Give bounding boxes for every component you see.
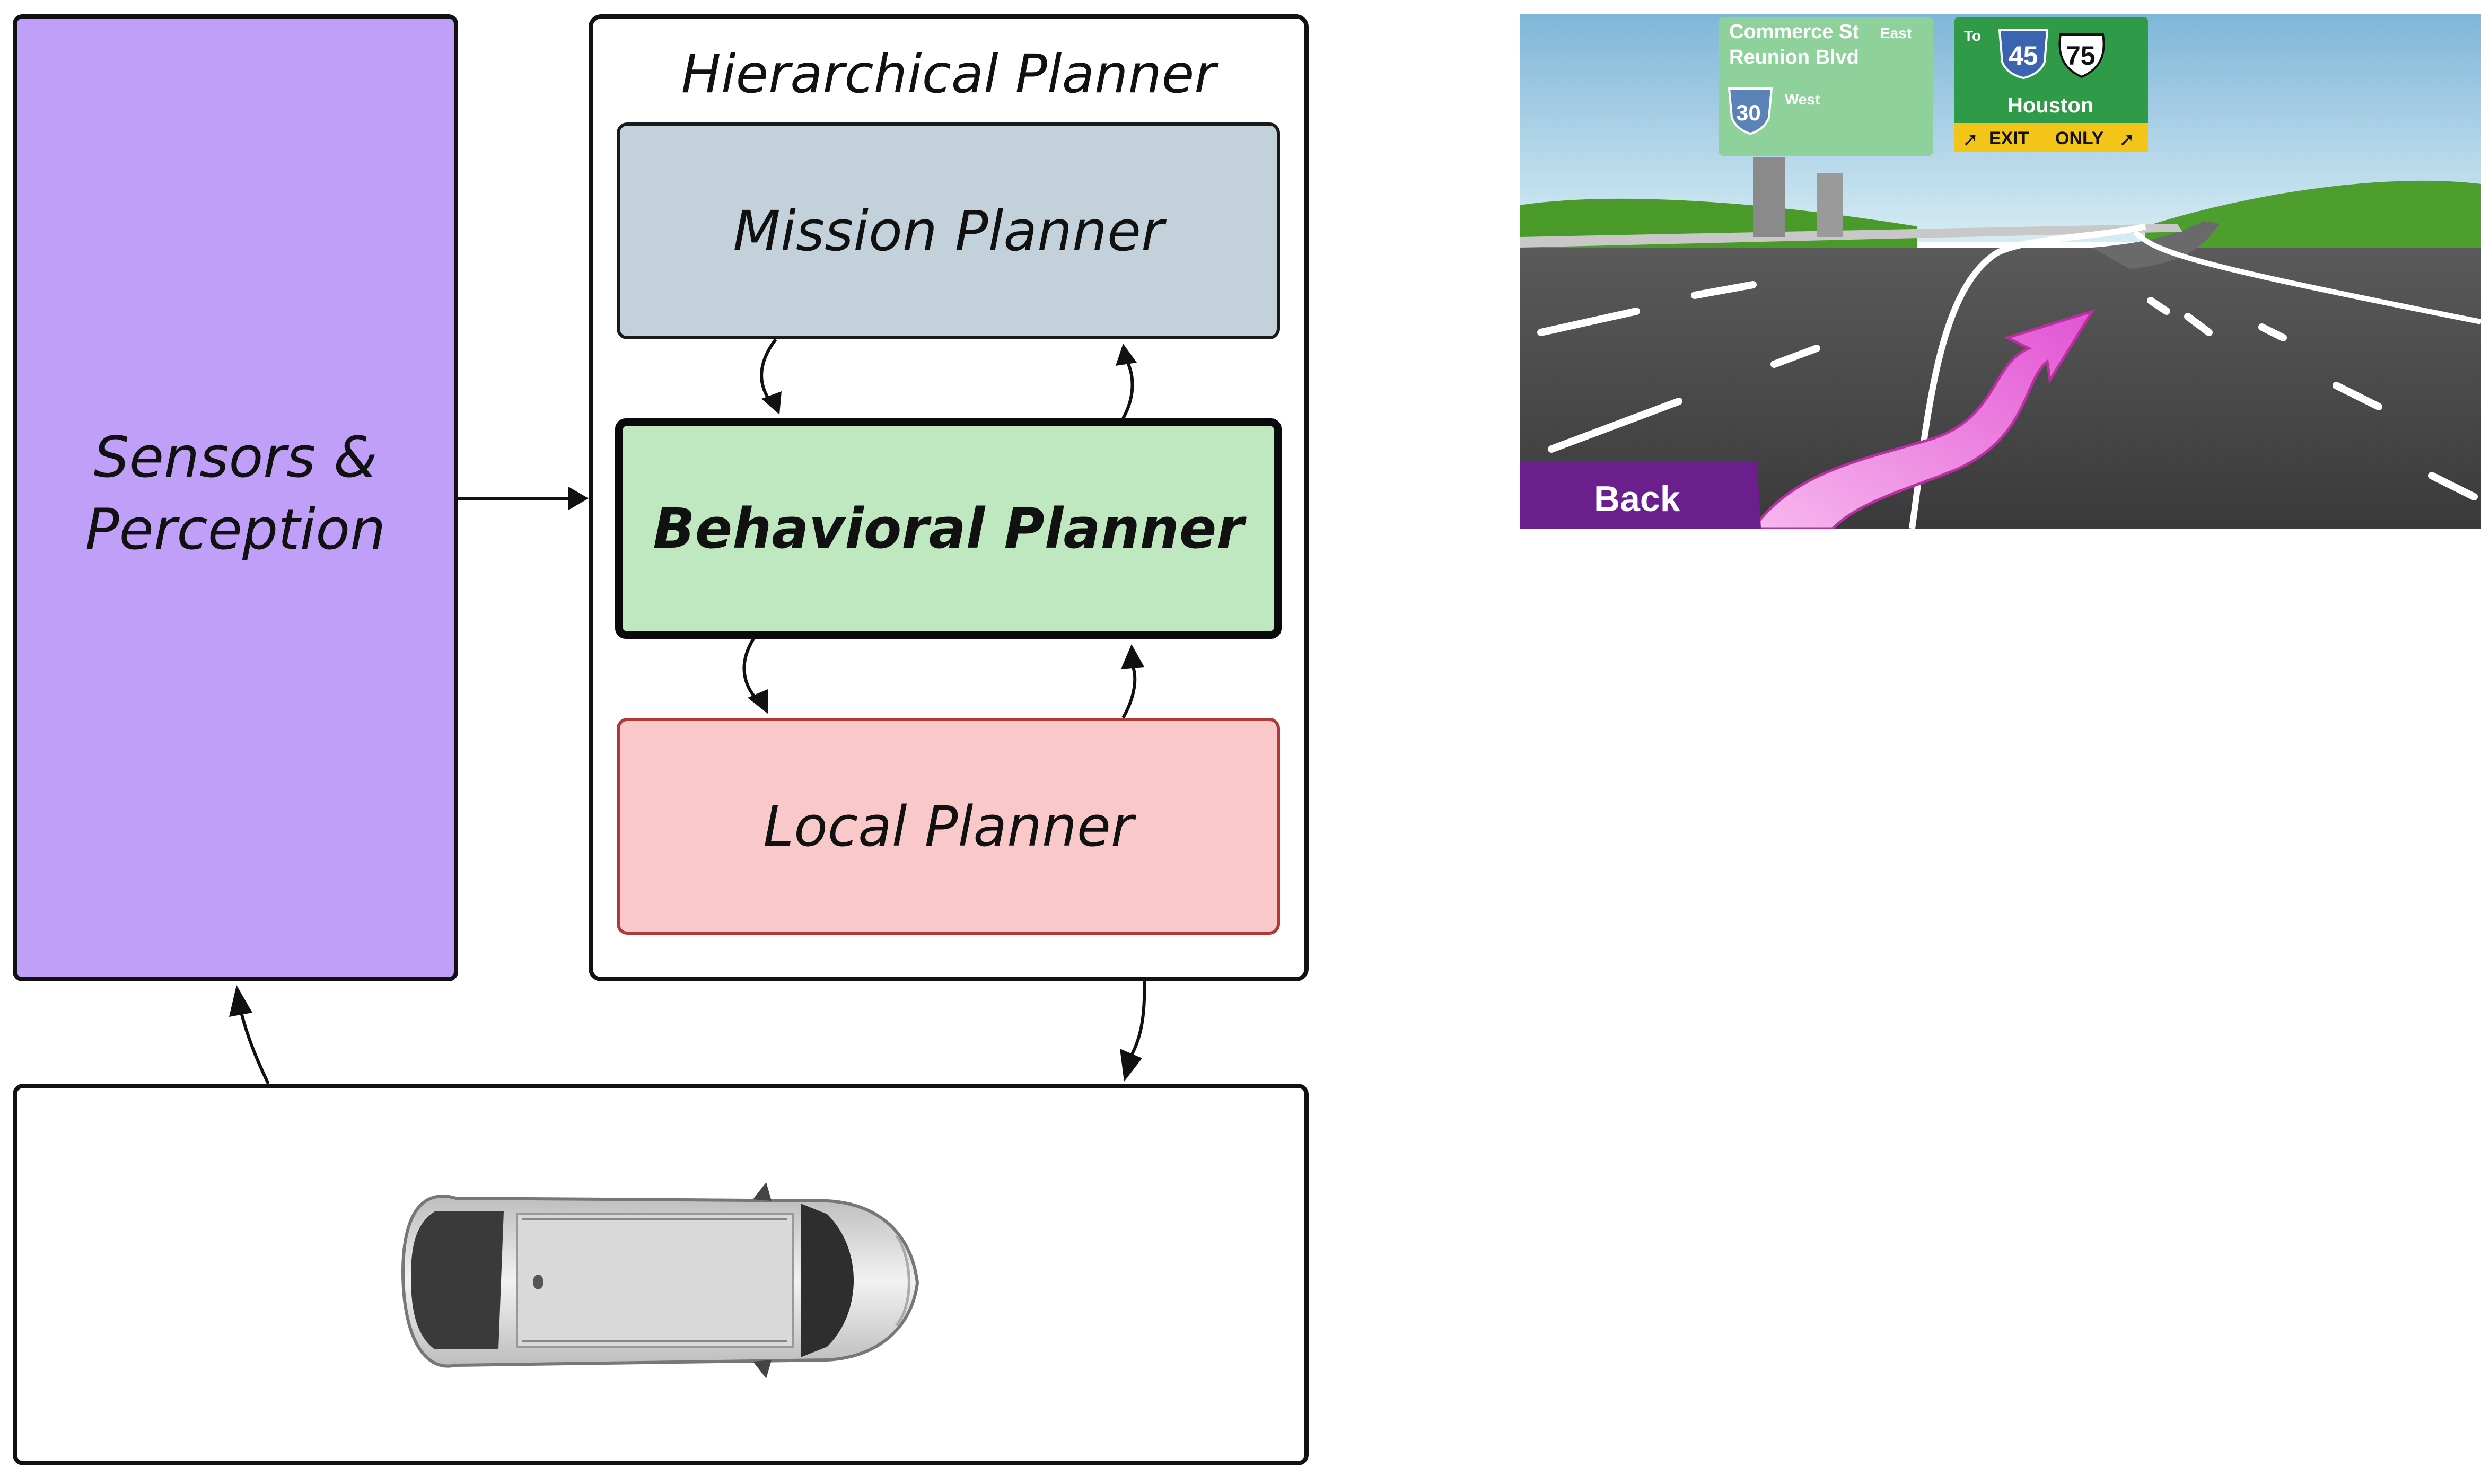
sign-right-city: Houston [2007, 94, 2093, 117]
arrows [229, 338, 1146, 1085]
interstate-shield-icon [1728, 87, 1773, 135]
nav-sign-pole-left [1753, 157, 1785, 237]
behavioral-planner-label: Behavioral Planner [653, 496, 1244, 561]
behavioral-planner-box: Behavioral Planner [615, 418, 1282, 639]
arrow-local-to-behavioral [1121, 644, 1144, 719]
sensors-label-line1: Sensors & [93, 425, 378, 490]
arrow-planner-to-vehicle [1120, 981, 1146, 1082]
local-planner-label: Local Planner [763, 794, 1134, 859]
sign-left-east: East [1880, 25, 1912, 41]
arrow-vehicle-to-sensors [229, 985, 270, 1085]
interstate-shield-icon-2 [1998, 29, 2049, 80]
sign-left-line1: Commerce St [1729, 21, 1859, 43]
mission-planner-box: Mission Planner [617, 122, 1280, 339]
exit-arrow-icon-2: ➚ [2119, 129, 2135, 151]
arrow-behavioral-to-local [742, 638, 768, 714]
sign-right-to: To [1964, 28, 1981, 44]
mission-planner-label: Mission Planner [733, 198, 1164, 264]
nav-sign-pole-right [1817, 173, 1843, 237]
sign-right-only: ONLY [2055, 128, 2104, 148]
sign-right-exit: EXIT [1989, 128, 2029, 148]
nav-road-edge-line [1909, 223, 2146, 529]
turn-arrow-icon [1751, 309, 2096, 529]
exit-arrow-icon: ➚ [1962, 129, 1978, 151]
sign-left-route: 30 [1736, 100, 1761, 125]
nav-sign-right: To 45 75 Houston ➚ EXIT ONLY ➚ [1954, 17, 2148, 152]
nav-lane-markings [1537, 281, 2478, 500]
back-button-label: Back [1594, 479, 1680, 519]
arrow-behavioral-to-mission [1116, 344, 1137, 419]
hierarchical-planner-title: Hierarchical Planner [681, 43, 1216, 105]
nav-sign-left: Commerce St East Reunion Blvd 30 West [1719, 17, 1933, 156]
nav-bridge [1520, 224, 2182, 248]
sensors-perception-box: Sensors & Perception [13, 14, 458, 981]
navigation-screenshot: Commerce St East Reunion Blvd 30 West To… [1520, 14, 2481, 529]
arrow-sensors-to-planner [458, 487, 589, 510]
us-route-shield-icon [2058, 33, 2105, 78]
nav-road-edge-right [2133, 230, 2481, 324]
back-button[interactable]: Back [1520, 462, 1761, 529]
sign-left-west: West [1785, 91, 1820, 108]
car-top-view-icon [401, 1182, 919, 1378]
sign-left-line2: Reunion Blvd [1729, 46, 1859, 68]
arrow-mission-to-behavioral [760, 338, 782, 415]
sign-right-route1: 45 [2009, 41, 2038, 71]
sensors-label-line2: Perception [85, 497, 386, 562]
sign-right-route2: 75 [2066, 41, 2096, 71]
sensors-perception-label: Sensors & Perception [17, 422, 454, 566]
exit-only-panel [1954, 123, 2148, 152]
local-planner-box: Local Planner [617, 718, 1280, 935]
